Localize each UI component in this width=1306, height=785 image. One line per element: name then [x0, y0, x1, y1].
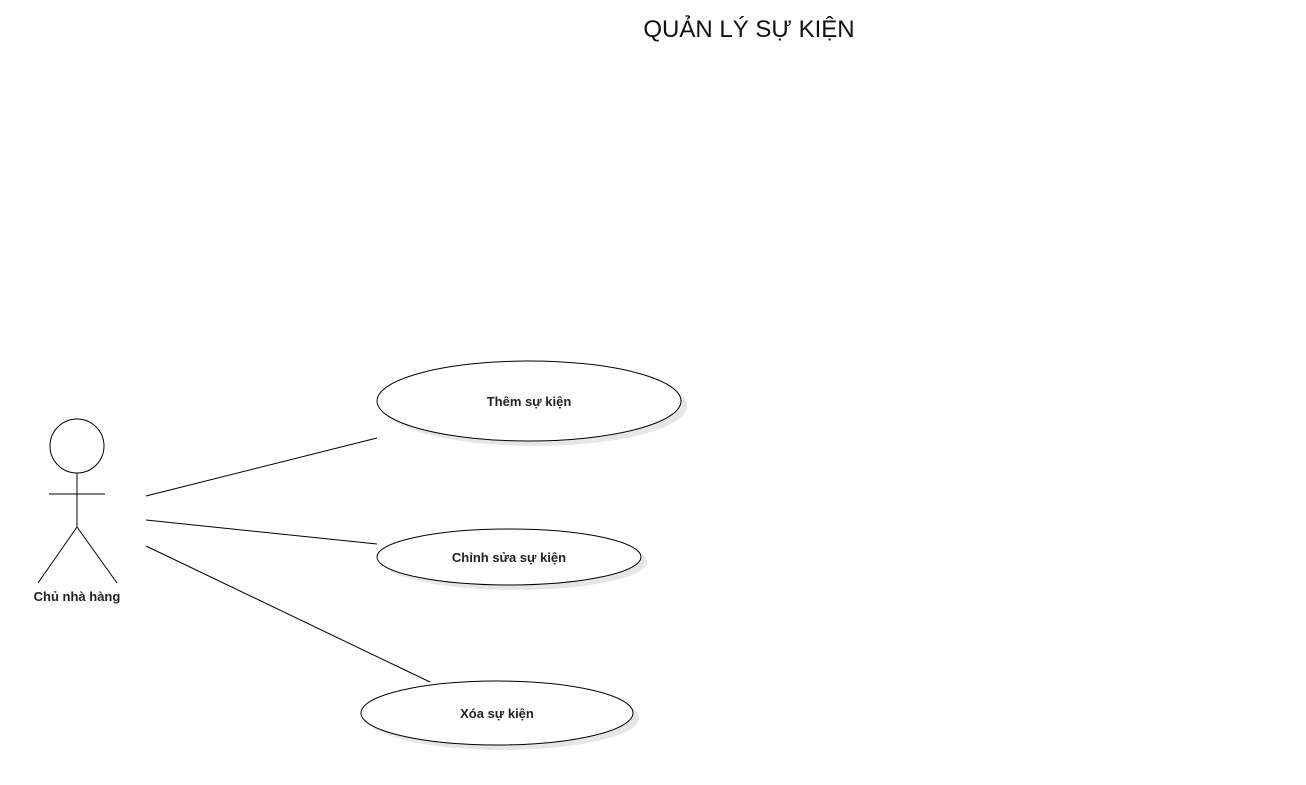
actor-label: Chủ nhà hàng — [34, 589, 121, 604]
use-case-delete-event-label: Xóa sự kiện — [460, 706, 534, 721]
use-case-add-event-label: Thêm sự kiện — [487, 394, 572, 409]
actor-figure[interactable] — [37, 418, 118, 584]
actor-head — [49, 418, 105, 474]
association-line-delete[interactable] — [145, 545, 431, 683]
use-case-edit-event-label: Chỉnh sửa sự kiện — [452, 550, 566, 565]
use-case-add-event[interactable]: Thêm sự kiện — [376, 360, 687, 446]
actor-right-leg — [76, 526, 118, 584]
use-case-edit-event[interactable]: Chỉnh sửa sự kiện — [376, 528, 647, 590]
use-case-delete-event-ellipse[interactable] — [360, 680, 634, 746]
association-line-add[interactable] — [145, 437, 378, 497]
diagram-title: QUẢN LÝ SỰ KIỆN — [643, 14, 854, 43]
use-case-edit-event-ellipse[interactable] — [376, 528, 642, 586]
use-case-add-event-ellipse[interactable] — [376, 360, 682, 442]
use-case-delete-event[interactable]: Xóa sự kiện — [360, 680, 639, 750]
actor-left-leg — [37, 526, 78, 584]
association-line-edit[interactable] — [145, 519, 378, 545]
